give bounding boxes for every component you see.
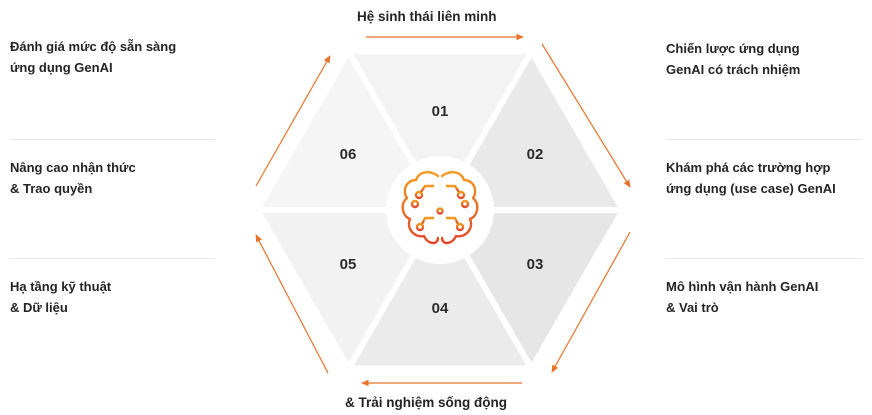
left-divider-1: [10, 139, 215, 140]
hex-segment-06: [251, 45, 446, 213]
left-label-infrastructure: Hạ tầng kỹ thuật & Dữ liệu: [10, 276, 111, 318]
segment-number-03: 03: [527, 256, 544, 273]
segment-number-01: 01: [432, 103, 449, 120]
arrow-upper-right: [541, 43, 631, 188]
left-label-readiness: Đánh giá mức độ sẵn sàng ứng dụng GenAI: [10, 36, 176, 78]
left-label-readiness-line2: ứng dụng GenAI: [10, 60, 113, 75]
segment-number-02: 02: [527, 146, 544, 163]
left-label-readiness-line1: Đánh giá mức độ sẵn sàng: [10, 39, 177, 54]
left-label-infrastructure-line2: & Dữ liệu: [10, 300, 68, 315]
left-label-awareness-line2: & Trao quyền: [10, 181, 93, 196]
right-label-strategy: Chiến lược ứng dụng GenAI có trách nhiệm: [666, 38, 800, 80]
right-label-operating-model-line2: & Vai trò: [666, 300, 719, 315]
right-label-use-cases-line2: ứng dụng (use case) GenAI: [666, 181, 836, 196]
left-label-infrastructure-line1: Hạ tầng kỹ thuật: [10, 279, 112, 294]
left-label-awareness: Nâng cao nhận thức & Trao quyền: [10, 157, 136, 199]
right-label-operating-model: Mô hình vận hành GenAI & Vai trò: [666, 276, 818, 318]
arrow-lower-left: [255, 234, 329, 374]
bottom-title: & Trải nghiệm sống động: [345, 395, 507, 410]
left-label-awareness-line1: Nâng cao nhận thức: [10, 160, 136, 175]
right-divider-1: [666, 139, 862, 140]
segment-number-05: 05: [340, 256, 357, 273]
right-divider-2: [666, 258, 862, 259]
brain-circuit-icon: [401, 171, 479, 245]
top-title: Hệ sinh thái liên minh: [357, 9, 497, 24]
right-label-use-cases: Khám phá các trường hợp ứng dụng (use ca…: [666, 157, 836, 199]
left-divider-2: [10, 258, 215, 259]
segment-number-06: 06: [340, 146, 357, 163]
arrow-upper-left: [255, 55, 331, 187]
right-label-use-cases-line1: Khám phá các trường hợp: [666, 160, 831, 175]
right-label-strategy-line2: GenAI có trách nhiệm: [666, 62, 801, 77]
arrow-lower-right: [551, 231, 631, 373]
right-label-operating-model-line1: Mô hình vận hành GenAI: [666, 279, 819, 294]
right-label-strategy-line1: Chiến lược ứng dụng: [666, 41, 800, 56]
segment-number-04: 04: [432, 300, 449, 317]
